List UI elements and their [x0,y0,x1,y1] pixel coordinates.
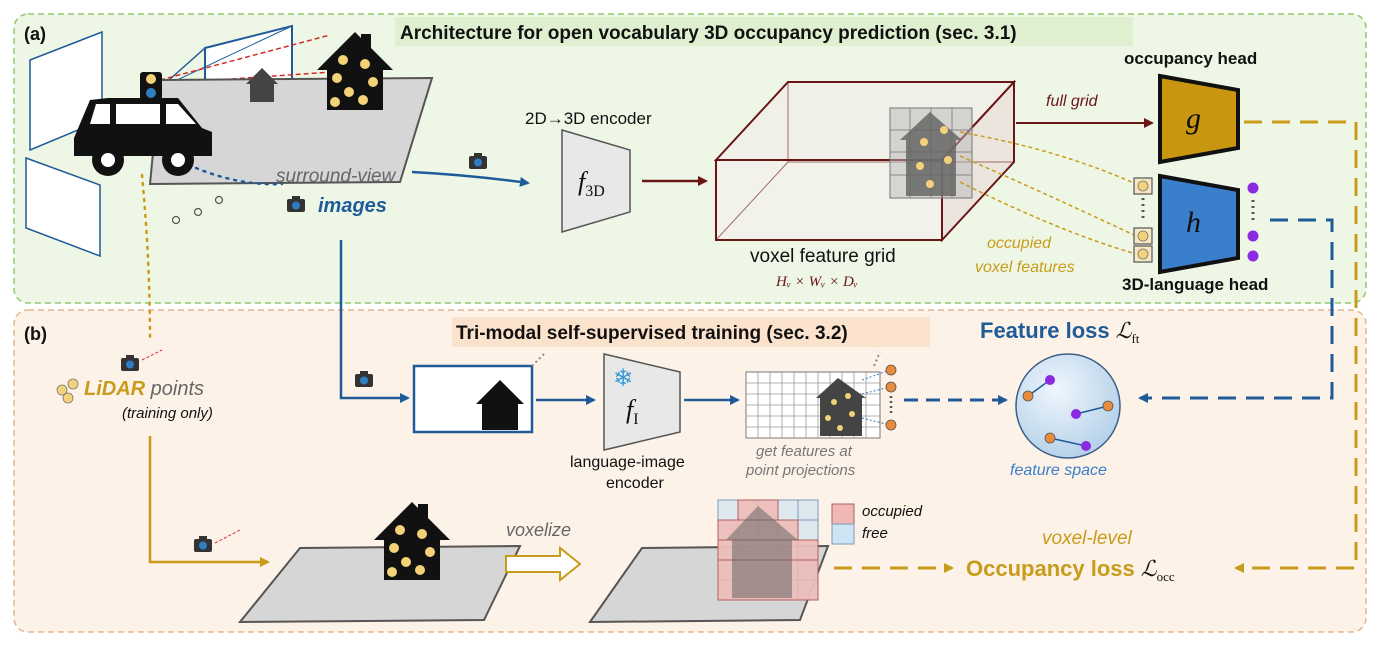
voxelize-label: voxelize [506,520,571,540]
panel-b-title-bg [452,317,930,347]
head-h-symbol: h [1186,206,1201,239]
image-encoder-block[interactable] [603,353,681,451]
language-image-label-line2: encoder [606,475,664,492]
voxel-grid-label: voxel feature grid [750,246,896,267]
thought-dot [193,207,203,217]
output-language-features [1247,182,1259,262]
thought-dot [171,215,181,225]
point-projection-features [861,364,897,431]
voxelize-arrow [505,545,582,583]
language-output-dashed-arrow [1138,218,1334,403]
lidar-points-icon [56,378,79,404]
surround-view-label: surround-view [276,166,397,187]
occupancy-head-block[interactable] [1158,73,1240,165]
occupancy-voxel-stack [717,499,819,601]
small-house-icon [246,68,278,102]
lidar-to-scene-arrow [148,436,270,567]
language-image-label-line1: language-image [570,454,685,471]
voxel-feature-link [959,131,1137,185]
images-to-picture-arrow [339,240,410,403]
voxel-level-label: voxel-level [1042,528,1133,549]
full-grid-label: full grid [1046,93,1099,110]
occupied-voxel-cluster [889,107,973,199]
frustum-edge [159,25,293,89]
image-feature-grid [745,351,881,439]
panel-a-title: Architecture for open vocabulary 3D occu… [400,23,1017,44]
car-icon [74,72,212,176]
feature-space-sphere[interactable] [1015,353,1121,459]
get-features-label-line1: get features at [756,443,853,460]
occupancy-output-dashed-arrow [1234,120,1358,573]
image-dots [531,351,547,367]
lidar-dotted-link [140,173,152,342]
images-dotted-link [194,166,284,186]
encoder-3d-block[interactable] [561,128,631,234]
image-encoder-symbol: fI [626,395,639,428]
legend-free-swatch [831,523,855,545]
occupied-voxel-label-line2: voxel features [975,259,1075,276]
input-voxel-feature-stack [1133,177,1153,263]
panel-a-title-bg [395,17,1133,46]
voxel-feature-link [959,181,1137,255]
house-scene-icon [317,32,393,110]
image-house-icon [476,380,524,430]
occupied-voxel-label-line1: occupied [987,235,1052,252]
get-features-label-line2: point projections [745,462,856,479]
view-plane-bottom-left [25,156,101,258]
lidar-house-icon [374,502,450,580]
language-head-label: 3D-language head [1122,275,1268,294]
legend-occupied-swatch [831,503,855,525]
lidar-beam [141,349,163,361]
legend-occupied-label: occupied [862,503,923,520]
lidar-ground-plane [237,544,522,624]
images-label: images [318,195,387,217]
occupancy-head-label: occupancy head [1124,49,1257,68]
encoder-3d-symbol: f3D [578,167,605,200]
language-head-block[interactable] [1158,173,1240,275]
panel-b-title: Tri-modal self-supervised training (sec.… [456,323,848,344]
feature-pairs [1022,375,1114,451]
voxel-feature-grid[interactable] [713,79,1017,243]
feature-space-label: feature space [1010,462,1107,479]
panel-b-tag: (b) [24,324,47,344]
voxel-grid-dims: Hᵥ × Wᵥ × Dᵥ [775,274,858,290]
encoder-3d-label: 2D→3D encoder [525,109,652,128]
head-g-symbol: g [1186,102,1201,135]
legend-free-label: free [862,525,888,542]
thought-dot [214,195,224,205]
lidar-points-label: LiDAR points [84,378,204,400]
view-ray [159,34,331,81]
snowflake-icon: ❄ [613,365,633,392]
training-only-label: (training only) [122,405,213,422]
images-to-encoder-arrow [411,170,530,187]
panel-a-tag: (a) [24,24,46,44]
